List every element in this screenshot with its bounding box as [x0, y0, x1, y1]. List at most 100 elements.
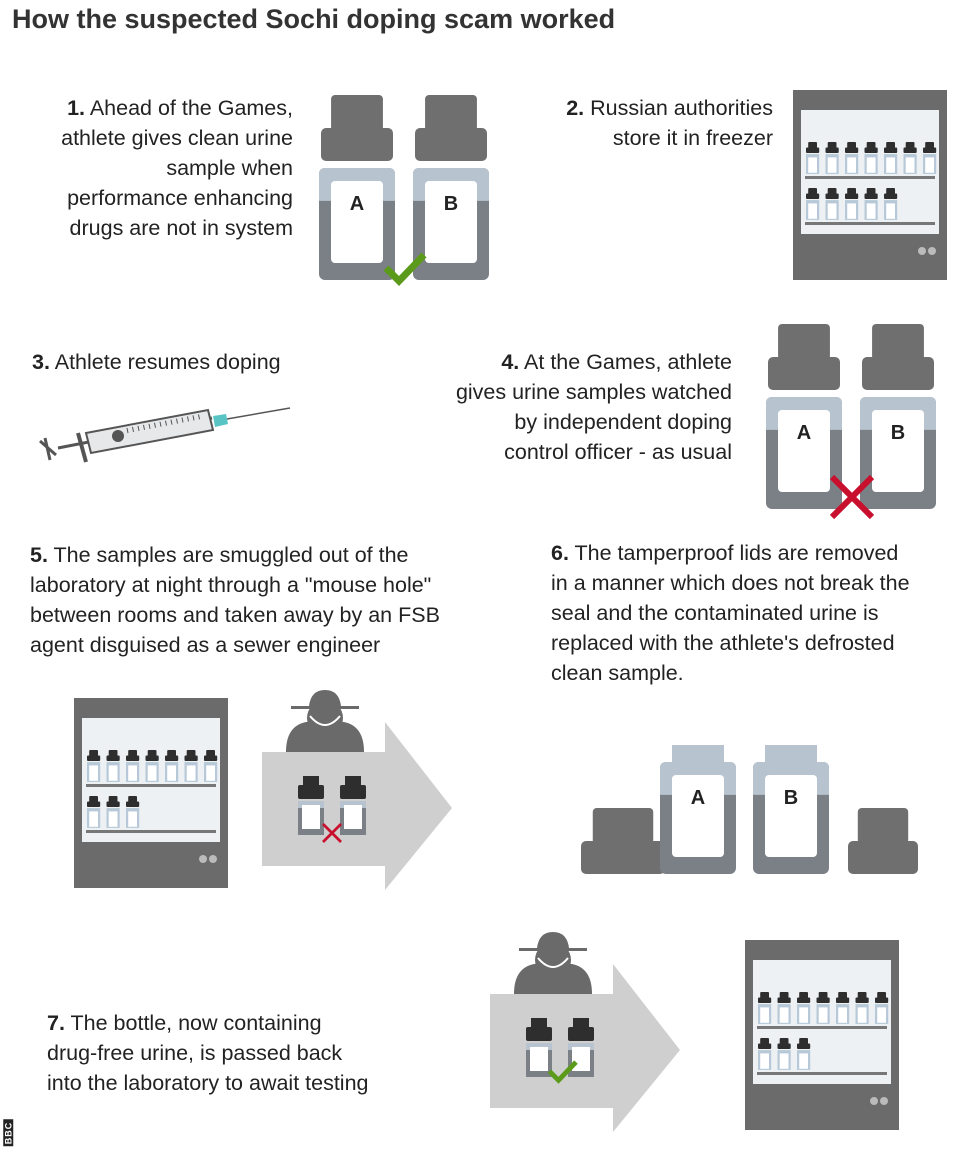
- step-line-text: agent disguised as a sewer engineer: [30, 633, 381, 657]
- sample-bottle-a: A: [319, 95, 395, 280]
- small-bottle-icon: [806, 188, 820, 220]
- small-bottle-icon: [845, 142, 859, 174]
- step-line: into the laboratory to await testing: [47, 1068, 369, 1098]
- step-line-text: At the Games, athlete: [524, 350, 732, 374]
- freezer-knob: [199, 855, 207, 863]
- step-line: 4. At the Games, athlete: [456, 347, 732, 377]
- bottle-cap-base: [768, 357, 840, 390]
- freezer-knob: [870, 1097, 878, 1105]
- step-line: performance enhancing: [61, 183, 293, 213]
- small-bottle-icon: [923, 142, 937, 174]
- removed-lids: [581, 808, 918, 874]
- bottle-cap-base: [581, 841, 665, 874]
- small-bottle-icon: [797, 992, 811, 1024]
- small-bottle-icon: [165, 750, 179, 782]
- bottle-neck: [672, 745, 724, 765]
- freezer-step-5: [74, 698, 228, 888]
- step-line-text: sample when: [166, 156, 293, 180]
- bottle-label-area: [872, 410, 924, 492]
- step-line: laboratory at night through a "mouse hol…: [30, 570, 440, 600]
- step-line-text: gives urine samples watched: [455, 380, 732, 404]
- step-line-text: control officer - as usual: [504, 440, 732, 464]
- cross-icon: [322, 823, 342, 843]
- step-line-text: between rooms and taken away by an FSB: [30, 603, 440, 627]
- bottle-cap: [331, 95, 383, 132]
- step-line: in a manner which does not break the: [551, 568, 910, 598]
- step-line: clean sample.: [551, 658, 910, 688]
- step-line-text: seal and the contaminated urine is: [551, 601, 879, 625]
- small-bottle-icon: [758, 1038, 772, 1070]
- shelf: [757, 1072, 887, 1075]
- step-number: 3.: [32, 350, 50, 374]
- small-bottle-icon: [855, 992, 869, 1024]
- small-bottle-icon: [806, 142, 820, 174]
- freezer-knob: [918, 247, 926, 255]
- bottle-label-area: [765, 775, 817, 857]
- step-line: replaced with the athlete's defrosted: [551, 628, 910, 658]
- step-line-text: drug-free urine, is passed back: [47, 1041, 343, 1065]
- sample-bottles: [526, 1018, 594, 1077]
- contaminated-cross-icon: [829, 474, 875, 520]
- opened-bottle-b: B: [753, 762, 829, 874]
- step-line-text: Ahead of the Games,: [89, 96, 293, 120]
- small-bottle-icon: [777, 992, 791, 1024]
- opened-bottle-a: A: [660, 762, 736, 874]
- bottle-label: A: [797, 422, 811, 444]
- step-line: 6. The tamperproof lids are removed: [551, 538, 910, 568]
- step-line: sample when: [61, 153, 293, 183]
- bottle-cap-base: [321, 128, 393, 161]
- small-bottle-icon: [106, 796, 120, 828]
- small-bottle-icon: [864, 188, 878, 220]
- shelf: [805, 222, 935, 225]
- step-line-text: The tamperproof lids are removed: [574, 541, 899, 565]
- freezer-knob: [880, 1097, 888, 1105]
- step-number: 2.: [566, 96, 585, 120]
- syringe-icon: [39, 407, 291, 463]
- step-line: seal and the contaminated urine is: [551, 598, 910, 628]
- bottle-label-area: [425, 181, 477, 263]
- step-line: 5. The samples are smuggled out of the: [30, 540, 440, 570]
- small-bottle-icon: [825, 188, 839, 220]
- step-line: store it in freezer: [566, 123, 773, 153]
- bottle-label: B: [891, 422, 905, 444]
- step-line: agent disguised as a sewer engineer: [30, 630, 440, 660]
- agent-icon: [514, 932, 592, 994]
- step-line: drug-free urine, is passed back: [47, 1038, 369, 1068]
- small-bottle-icon: [864, 142, 878, 174]
- step-line: gives urine samples watched: [456, 377, 732, 407]
- freezer-step-2: [793, 90, 947, 280]
- agent-icon: [286, 690, 364, 752]
- shelf: [805, 176, 935, 179]
- step-line: 2. Russian authorities: [566, 93, 773, 123]
- bottle-cap: [592, 808, 654, 845]
- step-number: 1.: [67, 96, 86, 120]
- step-line-text: athlete gives clean urine: [61, 126, 293, 150]
- step-line: athlete gives clean urine: [61, 123, 293, 153]
- step-line: by independent doping: [456, 407, 732, 437]
- step-number: 7.: [47, 1011, 65, 1035]
- bottle-cap: [425, 95, 477, 132]
- shelf: [86, 830, 216, 833]
- sample-bottle-a: A: [766, 324, 842, 509]
- step-3-text: 3. Athlete resumes doping: [32, 347, 281, 377]
- bottle-label: A: [350, 193, 364, 215]
- step-line-text: drugs are not in system: [69, 216, 293, 240]
- bottle-label: B: [784, 787, 798, 809]
- freezer-knob: [209, 855, 217, 863]
- step-line-text: laboratory at night through a "mouse hol…: [30, 573, 432, 597]
- freezer-step-7: [745, 940, 899, 1130]
- step-4-text: 4. At the Games, athlete gives urine samp…: [456, 347, 732, 467]
- bottle-label: A: [691, 787, 705, 809]
- sample-bottle-b: B: [413, 95, 489, 280]
- checkmark-icon: [547, 1060, 578, 1084]
- bottle-cap-base: [415, 128, 487, 161]
- bottle-cap-base: [848, 841, 918, 874]
- small-bottle-icon: [126, 796, 140, 828]
- bbc-logo: BBC: [3, 1119, 14, 1147]
- step-line-text: clean sample.: [551, 661, 684, 685]
